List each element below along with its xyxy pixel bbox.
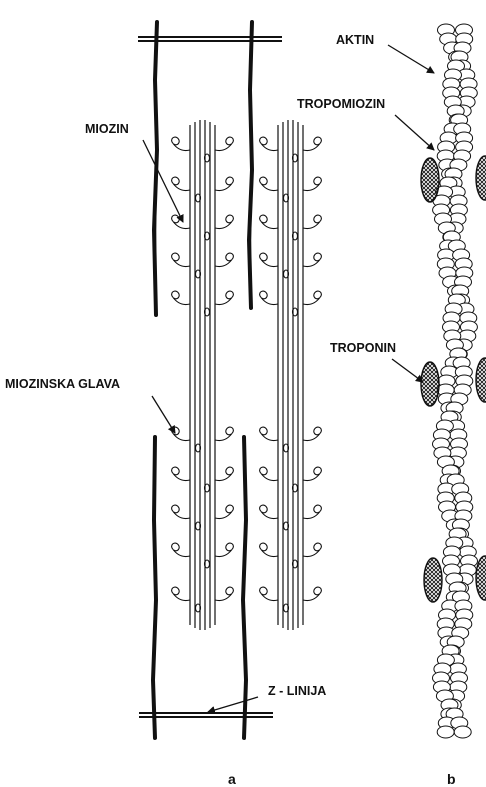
myosin-head xyxy=(172,427,190,440)
troponin-left-3 xyxy=(424,558,442,602)
myosin-head xyxy=(215,137,233,150)
myosin-head xyxy=(260,215,278,228)
thin-filament-lower-right xyxy=(243,437,246,738)
myosin-head xyxy=(260,137,278,150)
myosin-head-arrow xyxy=(152,396,175,433)
myosin-head xyxy=(215,253,233,266)
myosin-head xyxy=(303,467,321,480)
tropomyosin-label: TROPOMIOZIN xyxy=(297,97,385,111)
myosin-head xyxy=(303,253,321,266)
myosin-head xyxy=(172,291,190,304)
troponin-arrow xyxy=(392,359,423,382)
myosin-head xyxy=(303,427,321,440)
z-line-label: Z - LINIJA xyxy=(268,684,326,698)
myosin-head xyxy=(172,505,190,518)
myosin-head xyxy=(260,253,278,266)
panel-b-letter: b xyxy=(447,771,456,787)
myosin-head xyxy=(172,587,190,600)
myosin-head xyxy=(303,587,321,600)
tropomyosin-arrow xyxy=(395,115,434,150)
myosin-head xyxy=(260,427,278,440)
myosin-head xyxy=(303,137,321,150)
myosin-head xyxy=(215,505,233,518)
actin-arrow xyxy=(388,45,434,73)
troponin-label: TROPONIN xyxy=(330,341,396,355)
z-line-bottom xyxy=(139,713,273,717)
troponin-right-2 xyxy=(476,358,486,402)
myosin-head xyxy=(260,467,278,480)
actin-label: AKTIN xyxy=(336,33,374,47)
myosin-head xyxy=(172,177,190,190)
myosin-head xyxy=(215,543,233,556)
myosin-head xyxy=(260,291,278,304)
troponin-left-2 xyxy=(421,362,439,406)
myosin-head xyxy=(215,427,233,440)
myosin-head xyxy=(260,177,278,190)
myosin-head xyxy=(260,505,278,518)
myosin-head xyxy=(172,137,190,150)
myosin-head xyxy=(303,215,321,228)
myosin-head xyxy=(172,543,190,556)
z-line-arrow xyxy=(208,697,258,712)
thin-filaments xyxy=(153,22,252,738)
myosin-head xyxy=(303,543,321,556)
myosin-head xyxy=(303,177,321,190)
panel-a-letter: a xyxy=(228,771,236,787)
myosin-head xyxy=(215,467,233,480)
myosin-head xyxy=(215,177,233,190)
myosin-head xyxy=(215,215,233,228)
actin-bead xyxy=(454,726,471,738)
myosin-head xyxy=(172,467,190,480)
panel-b: AKTIN TROPOMIOZIN TROPONIN b xyxy=(297,24,486,787)
myosin-label: MIOZIN xyxy=(85,122,129,136)
panel-b-arrows xyxy=(388,45,434,382)
myosin-arrow xyxy=(143,140,183,222)
myosin-head xyxy=(172,253,190,266)
thick-filament-right xyxy=(278,120,303,630)
thin-filament-lower-left xyxy=(153,437,156,738)
thick-filament-left xyxy=(190,120,215,630)
myosin-head xyxy=(260,543,278,556)
panel-a: MIOZIN MIOZINSKA GLAVA Z - LINIJA a xyxy=(5,22,326,787)
myosin-head xyxy=(303,291,321,304)
myosin-head xyxy=(303,505,321,518)
troponin-right-1 xyxy=(476,156,486,200)
myosin-head-label: MIOZINSKA GLAVA xyxy=(5,377,120,391)
z-line-top xyxy=(138,37,282,41)
thin-filament-upper-right xyxy=(249,22,252,308)
myosin-head xyxy=(215,291,233,304)
troponin-left-1 xyxy=(421,158,439,202)
actin-bead xyxy=(437,726,454,738)
myosin-head xyxy=(215,587,233,600)
myosin-head xyxy=(260,587,278,600)
